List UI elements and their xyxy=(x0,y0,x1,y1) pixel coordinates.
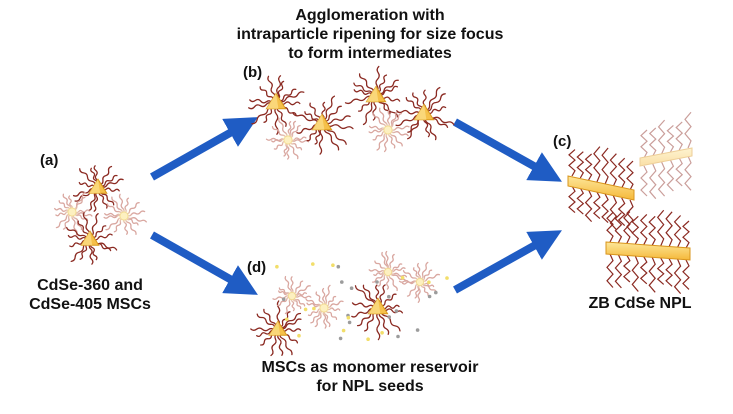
top-caption-line-1: Agglomeration with xyxy=(295,7,445,24)
intermediate-b-4 xyxy=(344,65,401,126)
right-caption: ZB CdSe NPL xyxy=(570,294,710,313)
left-caption-line-2: CdSe-405 MSCs xyxy=(29,296,151,313)
nanoplatelet-group xyxy=(567,111,693,294)
intermediate-b-6 xyxy=(395,86,455,141)
intermediate-b-3 xyxy=(292,95,354,155)
bottom-caption: MSCs as monomer reservoir for NPL seeds xyxy=(220,358,520,396)
seed-d-4 xyxy=(351,284,404,341)
top-caption: Agglomeration with intraparticle ripenin… xyxy=(200,6,540,63)
seed-d-2 xyxy=(272,275,312,315)
intermediate-b-1 xyxy=(248,75,305,135)
nanoplatelet-3 xyxy=(605,209,691,294)
process-arrows xyxy=(150,117,562,295)
panel-label-d: (d) xyxy=(247,259,267,276)
arrow-to-d xyxy=(150,231,258,295)
msc-a-1 xyxy=(72,165,124,212)
top-caption-line-2: intraparticle ripening for size focus xyxy=(236,26,504,43)
panel-label-c: (c) xyxy=(553,133,572,150)
seed-d-3 xyxy=(305,284,344,329)
arrow-from-d xyxy=(453,230,562,294)
right-caption-text: ZB CdSe NPL xyxy=(588,295,692,312)
bottom-caption-line-2: for NPL seeds xyxy=(316,378,424,395)
nanoplatelet-2 xyxy=(639,111,693,200)
top-caption-line-3: to form intermediates xyxy=(288,45,452,62)
msc-a-4 xyxy=(66,212,118,265)
msc-a-3 xyxy=(103,193,147,235)
panel-label-b: (b) xyxy=(243,64,263,81)
panel-label-a: (a) xyxy=(40,152,59,169)
arrow-from-b xyxy=(453,118,562,182)
seed-d-6 xyxy=(398,261,441,303)
seed-d-5 xyxy=(368,250,408,292)
arrow-to-b xyxy=(150,117,258,181)
monomer-dots xyxy=(275,262,449,342)
nanoplatelet-1 xyxy=(567,146,635,234)
intermediate-b-5 xyxy=(368,107,410,153)
intermediate-b-2 xyxy=(265,117,310,160)
left-caption-line-1: CdSe-360 and xyxy=(37,277,143,294)
bottom-caption-line-1: MSCs as monomer reservoir xyxy=(261,359,479,376)
left-caption: CdSe-360 and CdSe-405 MSCs xyxy=(10,276,170,314)
cluster-group xyxy=(54,65,455,357)
